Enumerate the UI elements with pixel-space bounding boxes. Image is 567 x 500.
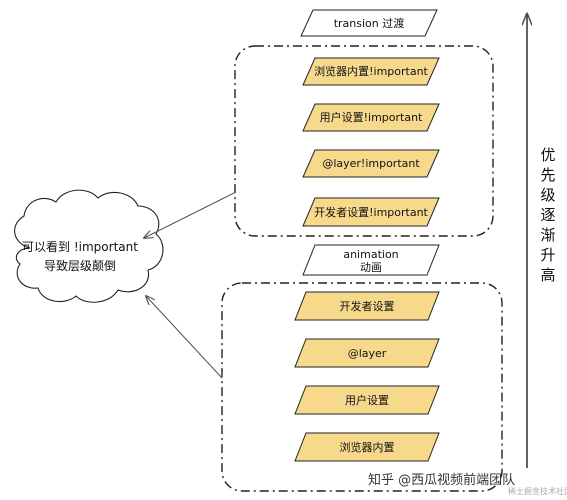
box-author-label: 开发者设置 bbox=[340, 299, 395, 313]
important-group-frame bbox=[234, 45, 494, 237]
priority-char-1: 优 bbox=[540, 146, 555, 164]
priority-char-3: 级 bbox=[540, 186, 555, 204]
box-ua-important-label: 浏览器内置!important bbox=[314, 64, 428, 78]
priority-char-2: 先 bbox=[540, 166, 555, 184]
normal-group-frame bbox=[221, 282, 503, 492]
priority-label: 优 先 级 逐 渐 升 高 bbox=[540, 146, 555, 284]
box-ua-label: 浏览器内置 bbox=[340, 440, 395, 454]
box-layer-important: @layer!important bbox=[302, 149, 440, 178]
box-transition-label: transion 过渡 bbox=[334, 16, 405, 30]
watermark-juejin: 稀土掘金技术社区 bbox=[508, 486, 567, 496]
box-transition: transion 过渡 bbox=[300, 9, 438, 37]
priority-char-7: 高 bbox=[540, 266, 555, 284]
arrow-important-to-cloud bbox=[144, 191, 237, 238]
priority-char-5: 渐 bbox=[540, 226, 555, 244]
box-animation-label-1: animation bbox=[343, 248, 398, 261]
box-user: 用户设置 bbox=[294, 385, 440, 415]
box-layer-label: @layer bbox=[348, 347, 387, 360]
box-user-important: 用户设置!important bbox=[302, 103, 440, 132]
box-ua-important: 浏览器内置!important bbox=[302, 57, 440, 86]
box-animation: animation 动画 bbox=[302, 244, 440, 276]
priority-char-6: 升 bbox=[540, 246, 555, 264]
cloud-note: 可以看到 !important 导致层级颠倒 bbox=[14, 189, 164, 303]
box-author: 开发者设置 bbox=[294, 291, 440, 321]
box-ua: 浏览器内置 bbox=[294, 432, 440, 462]
box-author-important: 开发者设置!important bbox=[302, 197, 440, 227]
watermark-zhihu: 知乎 @西瓜视频前端团队 bbox=[368, 472, 515, 488]
cloud-text-line-1: 可以看到 !important bbox=[22, 240, 138, 254]
priority-char-4: 逐 bbox=[540, 206, 555, 224]
box-user-important-label: 用户设置!important bbox=[320, 110, 423, 124]
box-user-label: 用户设置 bbox=[345, 393, 389, 407]
cloud-text-line-2: 导致层级颠倒 bbox=[44, 258, 116, 273]
box-layer-important-label: @layer!important bbox=[322, 157, 420, 170]
box-layer: @layer bbox=[294, 338, 440, 368]
box-animation-label-2: 动画 bbox=[360, 261, 382, 274]
arrow-normal-to-cloud bbox=[146, 296, 223, 379]
box-author-important-label: 开发者设置!important bbox=[314, 205, 428, 219]
